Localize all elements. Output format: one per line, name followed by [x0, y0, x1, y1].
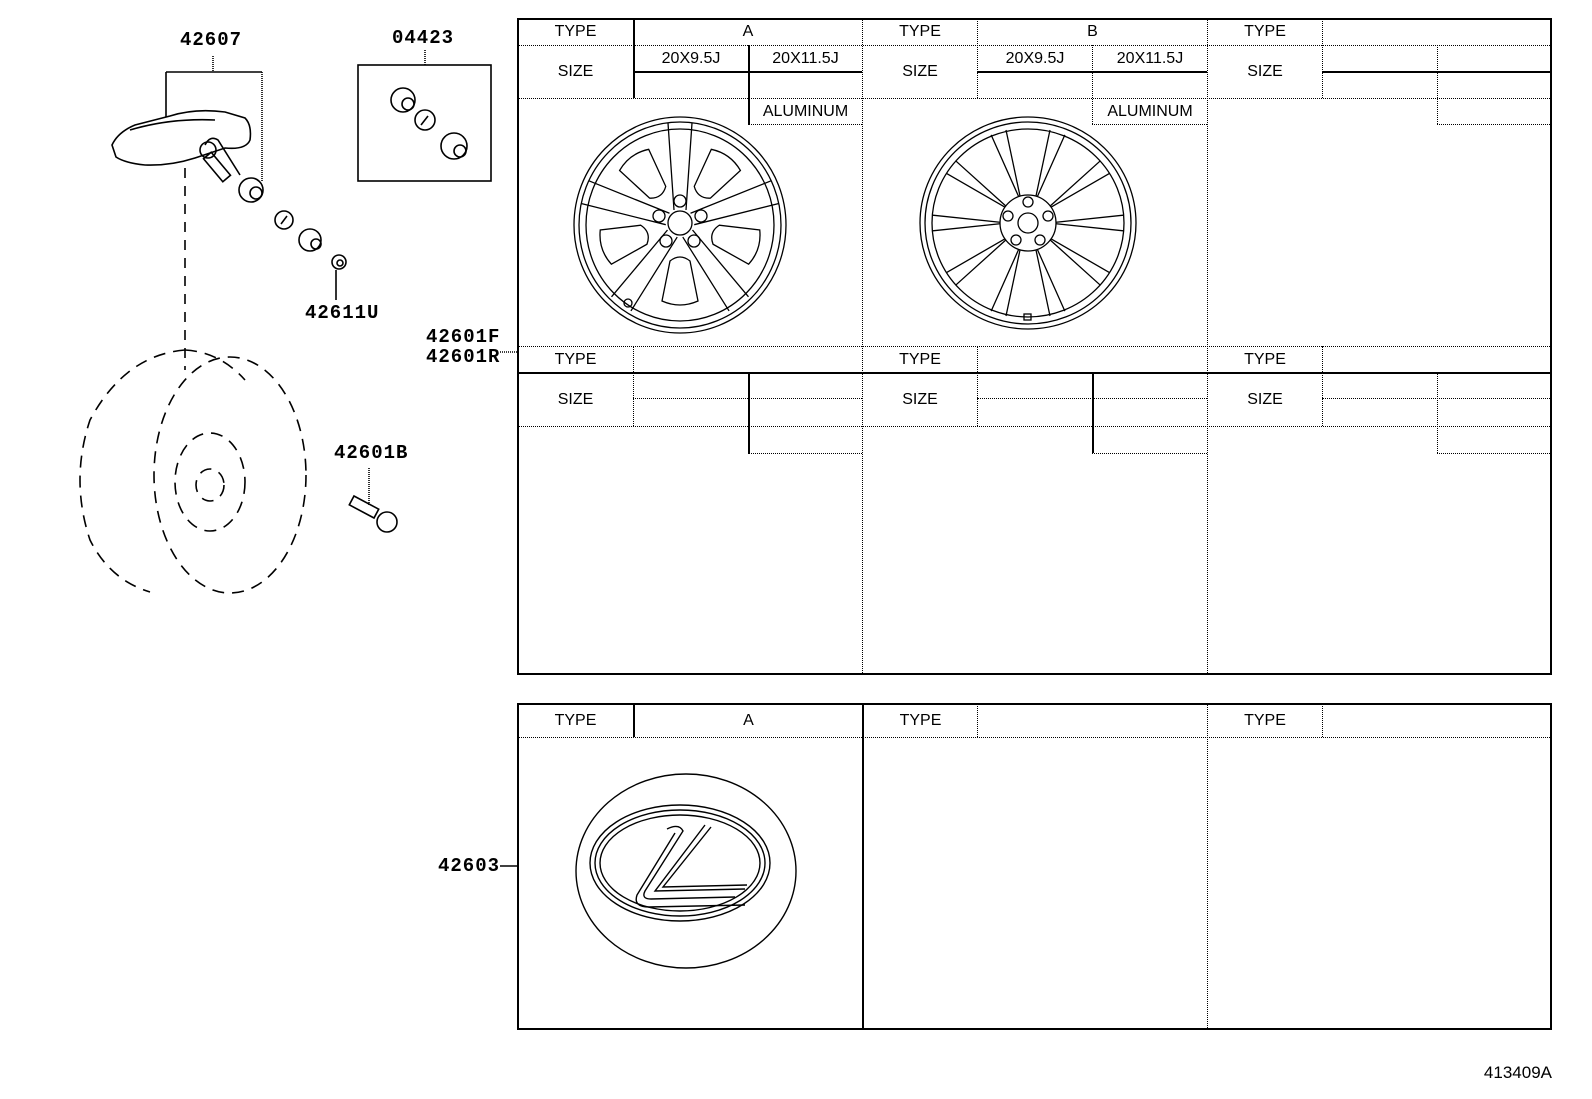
type-label-a: TYPE [554, 23, 597, 40]
type-label-r2-c: TYPE [1244, 350, 1286, 368]
part-number-42601B[interactable]: 42601B [334, 442, 409, 464]
size-label-r2-c: SIZE [1247, 391, 1283, 408]
tire-outline-icon [79, 349, 307, 594]
type-label-r2-b: TYPE [899, 350, 941, 368]
part-number-04423[interactable]: 04423 [392, 27, 455, 49]
material-b: ALUMINUM [1107, 102, 1193, 120]
size-label-r2-a: SIZE [557, 391, 594, 408]
center-cap-table [517, 703, 1552, 1030]
part-number-42603[interactable]: 42603 [438, 855, 501, 877]
diagram-code: 413409A [1483, 1063, 1552, 1082]
cap-type-label-c: TYPE [1244, 712, 1286, 729]
tpms-sensor-icon [111, 109, 252, 183]
wheel-bolt-icon [348, 494, 398, 533]
size-label-a: SIZE [557, 63, 594, 80]
size-label-b: SIZE [902, 63, 938, 80]
size-b-1: 20X9.5J [1005, 49, 1065, 67]
cap-type-label-a: TYPE [554, 712, 597, 729]
type-label-b: TYPE [899, 23, 941, 40]
part-number-42611U[interactable]: 42611U [305, 302, 380, 324]
lexus-center-cap-image[interactable] [575, 773, 805, 973]
part-number-42607[interactable]: 42607 [180, 29, 243, 51]
wheel-type-b-image[interactable] [918, 116, 1138, 338]
cap-type-label-b: TYPE [899, 712, 942, 729]
part-number-42601R[interactable]: 42601R [426, 346, 501, 368]
type-value-a: A [742, 23, 754, 40]
size-a-1: 20X9.5J [661, 49, 721, 67]
material-a: ALUMINUM [762, 102, 849, 120]
size-label-c: SIZE [1247, 63, 1283, 80]
size-a-2: 20X11.5J [772, 49, 839, 67]
part-number-42601F[interactable]: 42601F [426, 326, 501, 348]
size-b-2: 20X11.5J [1116, 49, 1184, 67]
cap-type-value-a: A [743, 712, 754, 729]
type-label-r2-a: TYPE [554, 350, 597, 368]
type-value-b: B [1087, 23, 1098, 40]
wheel-type-a-image[interactable] [570, 115, 790, 335]
type-label-c: TYPE [1244, 23, 1286, 40]
size-label-r2-b: SIZE [902, 391, 938, 408]
